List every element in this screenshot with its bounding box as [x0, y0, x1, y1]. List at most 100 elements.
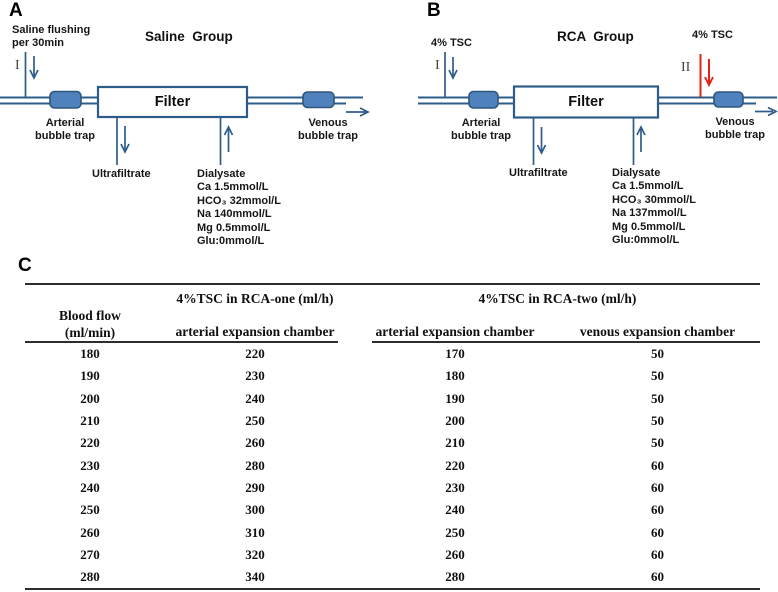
venous-trap-label-b: Venous bubble trap [705, 116, 765, 142]
dialysate-line: Mg 0.5mmol/L [612, 220, 686, 233]
down-arrow-icon [448, 69, 458, 80]
ultrafiltrate-label-a: Ultrafiltrate [92, 168, 151, 180]
filter-label-a: Filter [154, 94, 191, 110]
table-cell: 170 [445, 346, 465, 362]
table-cell: 280 [245, 457, 265, 473]
arterial-bubble-trap-b [468, 90, 499, 109]
up-arrow-icon [636, 125, 646, 136]
table-cell: 50 [651, 346, 664, 362]
red-down-arrow-icon [704, 76, 714, 88]
ultrafiltrate-line-b [532, 118, 547, 165]
table-cell: 60 [651, 479, 664, 495]
table-cell: 200 [80, 390, 100, 406]
dialysate-line-a [219, 117, 234, 165]
table-cell: 60 [651, 524, 664, 540]
table-cell: 240 [245, 390, 265, 406]
filter-box-b [512, 85, 660, 119]
panel-a-title: Saline Group [145, 29, 233, 44]
table-cell: 310 [245, 524, 265, 540]
table-header-rule-left [25, 341, 338, 344]
table-bottom-rule [25, 588, 760, 590]
table-cell: 230 [245, 368, 265, 384]
down-arrow-icon [29, 69, 39, 80]
table-cell: 280 [445, 569, 465, 585]
table-cell: 50 [651, 390, 664, 406]
tsc-inlet-line-one [444, 52, 458, 97]
table-cell: 50 [651, 368, 664, 384]
table-cell: 280 [80, 569, 100, 585]
venous-bubble-trap-b [713, 91, 744, 108]
dialysate-line: HCO₃ 30mmol/L [612, 193, 696, 206]
table-cell: 250 [80, 502, 100, 518]
table-cell: 290 [245, 479, 265, 495]
panel-c-label: C [18, 255, 32, 276]
dialysate-line: Na 137mmol/L [612, 207, 687, 220]
table-cell: 210 [445, 435, 465, 451]
up-arrow-icon [223, 125, 234, 136]
group-header-rca-one: 4%TSC in RCA-one (ml/h) [176, 291, 334, 306]
table-cell: 260 [80, 524, 100, 540]
table-cell: 240 [80, 479, 100, 495]
table-row: 280 340 280 60 [25, 566, 760, 588]
arterial-bubble-trap-a [49, 90, 82, 109]
saline-inlet-label: Saline flushing per 30min [12, 24, 91, 50]
table-cell: 240 [445, 502, 465, 518]
inlet-marker-b1: I [435, 58, 440, 73]
table-cell: 220 [445, 457, 465, 473]
table-cell: 60 [651, 457, 664, 473]
table-row: 210 250 200 50 [25, 410, 760, 432]
down-arrow-icon [120, 143, 130, 154]
venous-bubble-trap-a [302, 91, 335, 109]
dialysate-line: Glu:0mmol/L [612, 234, 680, 247]
dialysate-line: Ca 1.5mmol/L [197, 181, 269, 194]
table-cell: 190 [80, 368, 100, 384]
table-cell: 210 [80, 413, 100, 429]
column-header-arterial-two: arterial expansion chamber [375, 324, 535, 339]
table-top-rule [25, 283, 760, 286]
dialysate-line: HCO₃ 32mmol/L [197, 194, 281, 207]
panel-a-label: A [9, 0, 23, 21]
inlet-marker-a: I [15, 58, 20, 73]
table-cell: 60 [651, 546, 664, 562]
dialysate-line: Ca 1.5mmol/L [612, 180, 684, 193]
table-cell: 60 [651, 569, 664, 585]
table-cell: 50 [651, 435, 664, 451]
group-header-rca-two: 4%TSC in RCA-two (ml/h) [478, 291, 637, 306]
inlet-marker-b2: II [681, 60, 691, 75]
ultrafiltrate-line-a [116, 117, 130, 165]
dialysate-line: Mg 0.5mmol/L [197, 221, 271, 234]
table-cell: 270 [80, 546, 100, 562]
table-cell: 250 [245, 413, 265, 429]
tsc-inlet-line-two [699, 54, 714, 97]
dialysate-line-b [632, 118, 646, 165]
table-cell: 50 [651, 413, 664, 429]
table-cell: 300 [245, 502, 265, 518]
table-cell: 340 [245, 569, 265, 585]
dialysate-line: Glu:0mmol/L [197, 235, 265, 248]
table-cell: 320 [245, 546, 265, 562]
table-row: 240 290 230 60 [25, 477, 760, 499]
arterial-trap-label-b: Arterial bubble trap [451, 117, 511, 143]
panel-b-title: RCA Group [557, 29, 634, 44]
panel-b-label: B [427, 0, 441, 21]
saline-inlet-line [24, 52, 39, 97]
table-cell: 230 [445, 479, 465, 495]
right-arrow-icon [359, 107, 370, 117]
filter-box-a [96, 85, 249, 119]
table-cell: 180 [445, 368, 465, 384]
arterial-trap-label-a: Arterial bubble trap [35, 117, 95, 143]
tsc-inlet-label-two: 4% TSC [692, 29, 733, 41]
right-arrow-icon [767, 106, 778, 117]
filter-label-b: Filter [568, 93, 604, 110]
table-cell: 200 [445, 413, 465, 429]
table-header-rule-right [372, 341, 760, 344]
